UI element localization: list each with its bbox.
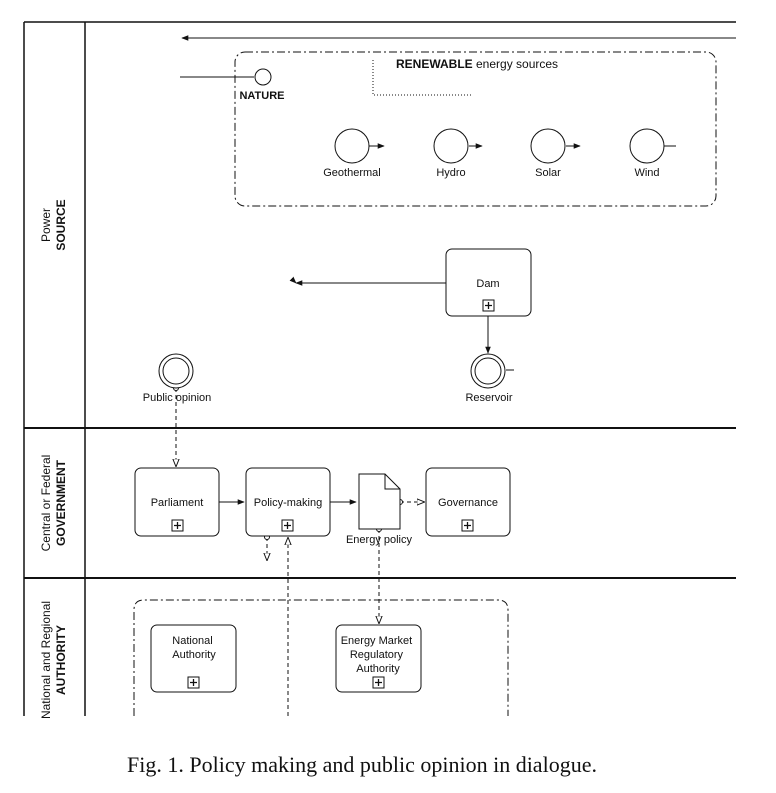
task-national-authority-label: National Authority <box>172 635 216 661</box>
event-geothermal-label: Geothermal <box>323 167 380 179</box>
subprocess-marker-icon <box>171 519 184 532</box>
lane-government-line2: GOVERNMENT <box>54 459 68 546</box>
task-policy-making-label: Policy-making <box>254 497 322 509</box>
message-flows <box>176 388 424 716</box>
renewable-group: RENEWABLE energy sources <box>234 51 717 207</box>
task-national-authority[interactable]: National Authority <box>150 624 237 693</box>
event-nature[interactable]: NATURE <box>239 68 285 102</box>
event-hydro[interactable]: Hydro <box>433 128 469 179</box>
renewable-group-label: RENEWABLE energy sources <box>396 57 558 71</box>
event-geothermal[interactable]: Geothermal <box>323 128 381 179</box>
task-dam-label: Dam <box>476 278 499 290</box>
event-solar-label: Solar <box>535 167 561 179</box>
task-emra-label: Energy Market Regulatory Authority <box>341 635 416 675</box>
lane-government-line1: Central or Federal <box>39 455 53 552</box>
task-parliament-label: Parliament <box>151 497 204 509</box>
authority-group <box>133 599 509 716</box>
sequence-flows <box>180 35 736 505</box>
task-governance-label: Governance <box>438 497 498 509</box>
data-object-energy-policy-label: Energy policy <box>346 534 413 546</box>
event-reservoir[interactable]: Reservoir <box>465 353 513 404</box>
event-hydro-label: Hydro <box>436 167 465 179</box>
subprocess-marker-icon <box>372 676 385 689</box>
subprocess-marker-icon <box>482 299 495 312</box>
event-public-opinion-label: Public opinion <box>143 392 212 404</box>
event-public-opinion[interactable]: Public opinion <box>143 353 212 404</box>
task-dam[interactable]: Dam <box>445 248 532 317</box>
event-solar[interactable]: Solar <box>530 128 566 179</box>
lane-label-authority: National and Regional AUTHORITY <box>39 601 68 719</box>
lane-label-government: Central or Federal GOVERNMENT <box>39 455 68 552</box>
task-energy-market-regulatory-authority[interactable]: Energy Market Regulatory Authority <box>335 624 422 693</box>
lane-authority-line1: National and Regional <box>39 601 53 719</box>
lane-source-line2: SOURCE <box>54 199 68 250</box>
pool-frame <box>23 21 736 716</box>
subprocess-marker-icon <box>461 519 474 532</box>
task-policy-making[interactable]: Policy-making <box>245 467 331 537</box>
subprocess-marker-icon <box>281 519 294 532</box>
event-reservoir-label: Reservoir <box>465 392 512 404</box>
event-nature-label: NATURE <box>239 90 284 102</box>
event-wind-label: Wind <box>634 167 659 179</box>
lane-label-source: Power SOURCE <box>39 199 68 250</box>
lane-authority-line2: AUTHORITY <box>54 625 68 695</box>
lane-source-line1: Power <box>39 208 53 242</box>
subprocess-marker-icon <box>187 676 200 689</box>
event-wind[interactable]: Wind <box>629 128 665 179</box>
figure-caption: Fig. 1. Policy making and public opinion… <box>127 752 597 777</box>
data-object-energy-policy[interactable]: Energy policy <box>346 473 413 546</box>
task-governance[interactable]: Governance <box>425 467 511 537</box>
task-parliament[interactable]: Parliament <box>134 467 220 537</box>
